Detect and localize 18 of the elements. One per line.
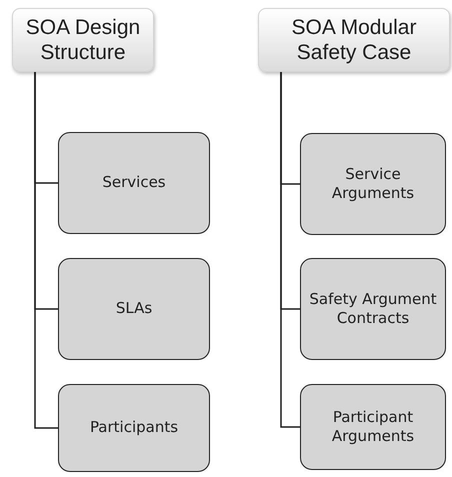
box-label: Participants xyxy=(90,418,178,438)
connector-line xyxy=(34,72,58,429)
box-label: SOA Modular Safety Case xyxy=(290,14,418,66)
box-label: Participant Arguments xyxy=(330,408,416,446)
item-box xyxy=(300,384,446,470)
item-box xyxy=(300,133,446,235)
item-box xyxy=(58,384,210,472)
header-box xyxy=(12,8,154,72)
item-box xyxy=(58,132,210,234)
item-box xyxy=(300,258,446,360)
item-box xyxy=(58,258,210,360)
connector-line xyxy=(280,72,300,428)
box-label: Service Arguments xyxy=(330,164,416,204)
box-label: Safety Argument Contracts xyxy=(308,290,438,328)
box-label: Services xyxy=(102,173,166,193)
box-label: SLAs xyxy=(116,299,152,319)
header-box xyxy=(258,8,450,72)
box-label: SOA Design Structure xyxy=(24,14,142,66)
